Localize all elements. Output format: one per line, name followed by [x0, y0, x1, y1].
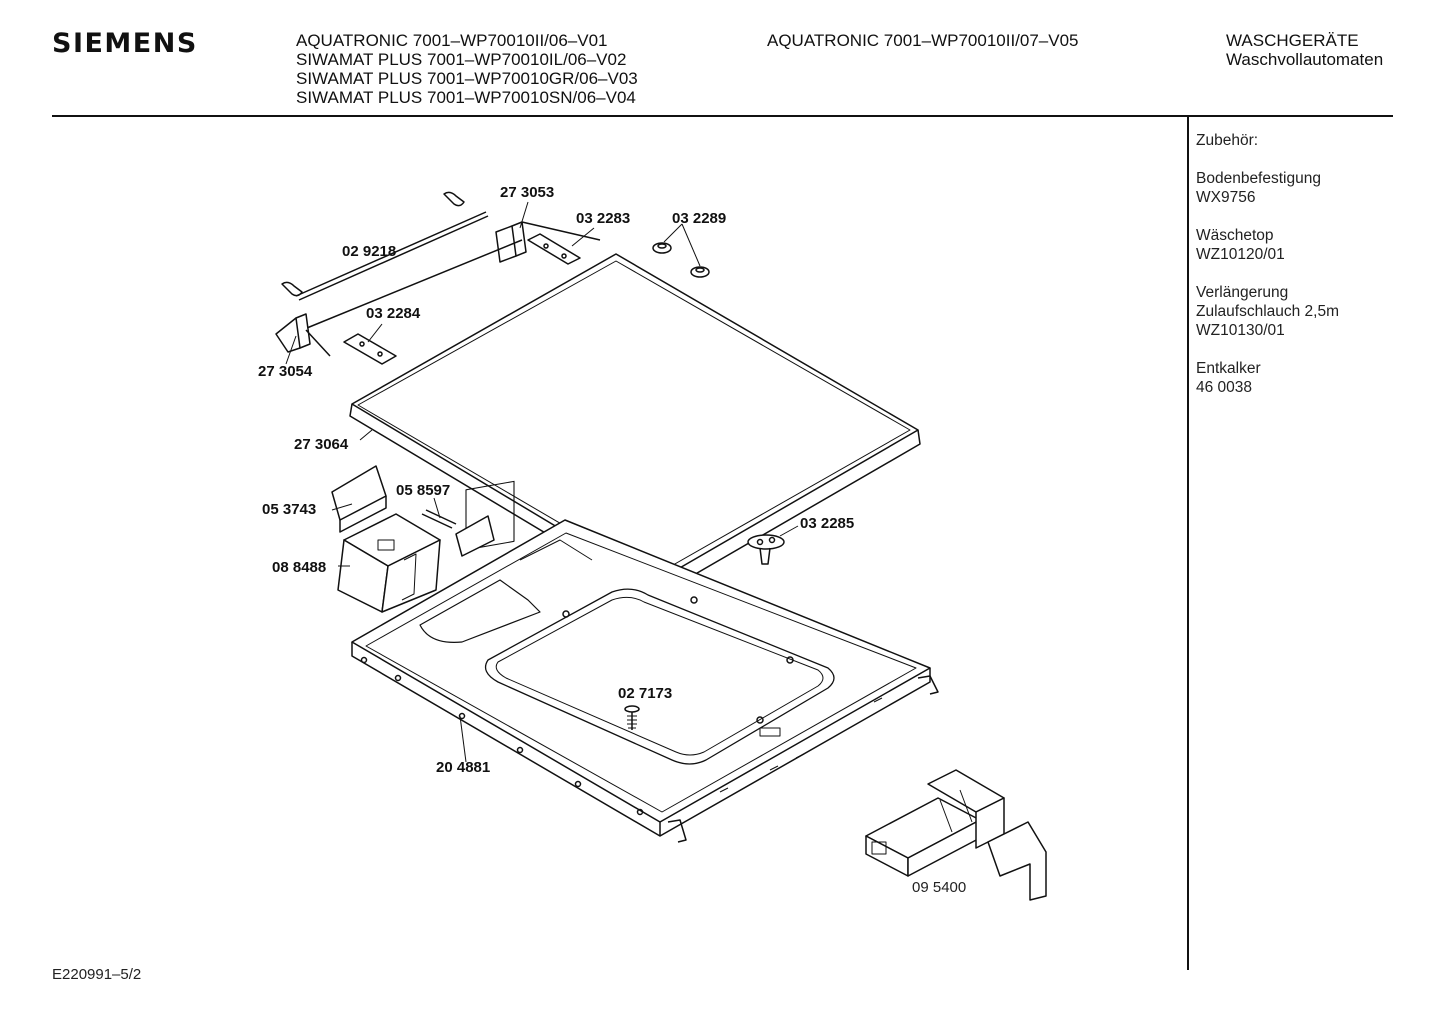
- leader-lines: [285, 201, 799, 763]
- accessory-code: WZ10130/01: [1196, 322, 1285, 339]
- accessories-panel: Zubehör: Bodenbefestigung WX9756 Wäschet…: [1196, 131, 1339, 416]
- label-hinge-bracket-front: 27 3054: [258, 363, 313, 380]
- accessory-item: Bodenbefestigung WX9756: [1196, 169, 1339, 207]
- label-cover-flap: 05 3743: [262, 501, 316, 518]
- hinge-bracket-front: [275, 313, 331, 357]
- hinge-bracket-rear: [301, 221, 601, 331]
- label-hinge-plate-front: 03 2284: [366, 305, 421, 322]
- model-line: SIWAMAT PLUS 7001–WP70010GR/06–V03: [296, 69, 638, 88]
- label-screw: 02 7173: [618, 685, 672, 702]
- hinge-plate-front: [343, 333, 397, 365]
- retaining-clip: [747, 534, 785, 565]
- accessory-name: Wäschetop: [1196, 227, 1274, 244]
- accessory-code: 46 0038: [1196, 379, 1253, 396]
- hinge-rod: [281, 191, 489, 301]
- label-detergent-drawer: 08 8488: [272, 559, 326, 576]
- cover-flap: [331, 465, 387, 533]
- model-line: AQUATRONIC 7001–WP70010II/07–V05: [767, 31, 1079, 50]
- label-worktop-lid: 27 3064: [294, 436, 349, 453]
- screw: [624, 705, 640, 730]
- label-rubber-buffer: 03 2289: [672, 210, 726, 227]
- hinge-plate-rear: [527, 233, 581, 265]
- accessory-item: Wäschetop WZ10120/01: [1196, 226, 1339, 264]
- header-divider: [52, 115, 1393, 117]
- label-seal-strip: 05 8597: [396, 482, 450, 499]
- model-line: SIWAMAT PLUS 7001–WP70010SN/06–V04: [296, 88, 636, 107]
- label-door-lock: 09 5400: [912, 879, 966, 896]
- model-list-secondary: AQUATRONIC 7001–WP70010II/07–V05: [767, 31, 1079, 50]
- label-base-frame: 20 4881: [436, 759, 490, 776]
- seal-strip: [421, 509, 495, 557]
- detergent-drawer: [337, 513, 441, 613]
- model-line: AQUATRONIC 7001–WP70010II/06–V01: [296, 31, 608, 50]
- label-hinge-rod: 02 9218: [342, 243, 396, 260]
- drawing-id: E220991–5/2: [52, 966, 142, 983]
- accessory-name-detail: Zulaufschlauch 2,5m: [1196, 303, 1340, 320]
- accessory-code: WZ10120/01: [1196, 246, 1285, 263]
- accessory-code: WX9756: [1196, 189, 1256, 206]
- category-subline: Waschvollautomaten: [1226, 50, 1384, 69]
- label-retaining-clip: 03 2285: [800, 515, 854, 532]
- door-lock: [865, 769, 1047, 901]
- label-hinge-bracket-rear: 27 3053: [500, 184, 554, 201]
- category-line: WASCHGERÄTE: [1226, 31, 1359, 50]
- accessories-title: Zubehör:: [1196, 132, 1259, 149]
- accessory-item: Entkalker 46 0038: [1196, 359, 1339, 397]
- product-category: WASCHGERÄTE Waschvollautomaten: [1226, 31, 1383, 69]
- accessory-name: Verlängerung: [1196, 284, 1289, 301]
- label-hinge-plate-rear: 03 2283: [576, 210, 630, 227]
- brand-logo: SIEMENS: [52, 28, 198, 59]
- rubber-buffer: [652, 242, 710, 278]
- model-list-primary: AQUATRONIC 7001–WP70010II/06–V01 SIWAMAT…: [296, 31, 638, 107]
- accessory-item: Verlängerung Zulaufschlauch 2,5m WZ10130…: [1196, 283, 1339, 340]
- base-frame: [351, 480, 939, 843]
- model-line: SIWAMAT PLUS 7001–WP70010IL/06–V02: [296, 50, 627, 69]
- accessory-name: Entkalker: [1196, 360, 1261, 377]
- sidebar-divider: [1187, 117, 1189, 970]
- accessory-name: Bodenbefestigung: [1196, 170, 1321, 187]
